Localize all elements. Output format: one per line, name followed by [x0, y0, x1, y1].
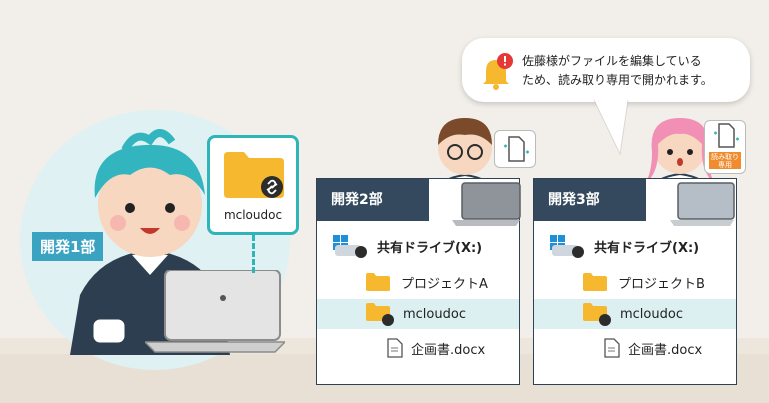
dept3-mcloudoc-row[interactable]: mcloudoc: [534, 299, 736, 329]
dept2-title: 開発2部: [317, 179, 429, 221]
bubble-tail: [593, 99, 629, 156]
document-icon: [504, 136, 529, 162]
shared-folder-icon: [224, 152, 284, 198]
dept2-project-label: プロジェクトA: [401, 276, 488, 292]
dept2-laptop: [452, 182, 521, 226]
dept2-mcloudoc-row[interactable]: mcloudoc: [317, 299, 519, 329]
popup-folder-card[interactable]: mcloudoc: [207, 135, 299, 235]
dept2-project-row[interactable]: プロジェクトA: [317, 267, 519, 297]
bell-alert-icon: [483, 53, 513, 90]
dept3-title: 開発3部: [534, 179, 646, 221]
document-icon: [714, 123, 739, 148]
notification-line-2: ため、読み取り専用で開かれます。: [522, 73, 713, 87]
network-drive-icon: [550, 235, 584, 258]
shared-folder-icon: [583, 303, 611, 326]
dept2-drive-row[interactable]: 共有ドライブ(X:): [317, 231, 519, 261]
connector-dashed: [252, 235, 255, 273]
folder-icon: [583, 273, 607, 291]
dept3-file-label: 企画書.docx: [628, 342, 703, 358]
notification-bubble: 佐藤様がファイルを編集している ため、読み取り専用で開かれます。: [462, 38, 750, 102]
dept3-laptop: [670, 182, 735, 226]
dept3-project-label: プロジェクトB: [618, 276, 705, 292]
dept3-drive-label: 共有ドライブ(X:): [594, 240, 700, 256]
dept2-drive-label: 共有ドライブ(X:): [377, 240, 483, 256]
notification-line-1: 佐藤様がファイルを編集している: [522, 54, 702, 68]
network-drive-icon: [333, 235, 367, 258]
dept3-file-row[interactable]: 企画書.docx: [534, 333, 736, 363]
readonly-badge: 読み取り専用: [709, 152, 741, 169]
dept3-drive-row[interactable]: 共有ドライブ(X:): [534, 231, 736, 261]
folder-icon: [366, 273, 390, 291]
popup-folder-label: mcloudoc: [223, 208, 283, 222]
dept3-project-row[interactable]: プロジェクトB: [534, 267, 736, 297]
dept2-file-label: 企画書.docx: [411, 342, 486, 358]
document-icon: [387, 338, 403, 358]
dept2-doc-popup: [494, 130, 536, 168]
document-icon: [604, 338, 620, 358]
dept3-mcloudoc-label: mcloudoc: [620, 306, 683, 322]
dept3-doc-popup: 読み取り専用: [704, 120, 746, 174]
dept2-mcloudoc-label: mcloudoc: [403, 306, 466, 322]
dept2-file-row[interactable]: 企画書.docx: [317, 333, 519, 363]
dept1-label: 開発1部: [32, 232, 104, 261]
left-laptop: [145, 270, 285, 353]
dept3-panel: 開発3部 共有ドライブ(X:) プロジェクトB mcloudoc 企画書.doc…: [533, 178, 737, 385]
shared-folder-icon: [366, 303, 394, 326]
